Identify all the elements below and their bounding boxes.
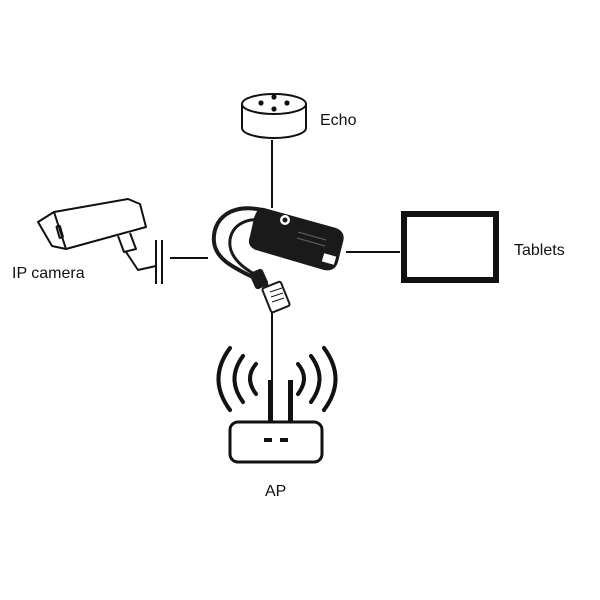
tablets-label: Tablets (514, 242, 565, 259)
echo-speaker-icon (241, 93, 307, 139)
ip-camera-label: IP camera (12, 265, 85, 282)
echo-label: Echo (320, 112, 357, 129)
ip-camera-icon (37, 198, 163, 284)
wifi-router-icon (216, 346, 338, 464)
poe-splitter-icon (211, 206, 344, 314)
tablet-icon (401, 211, 499, 283)
ap-label: AP (265, 483, 287, 500)
